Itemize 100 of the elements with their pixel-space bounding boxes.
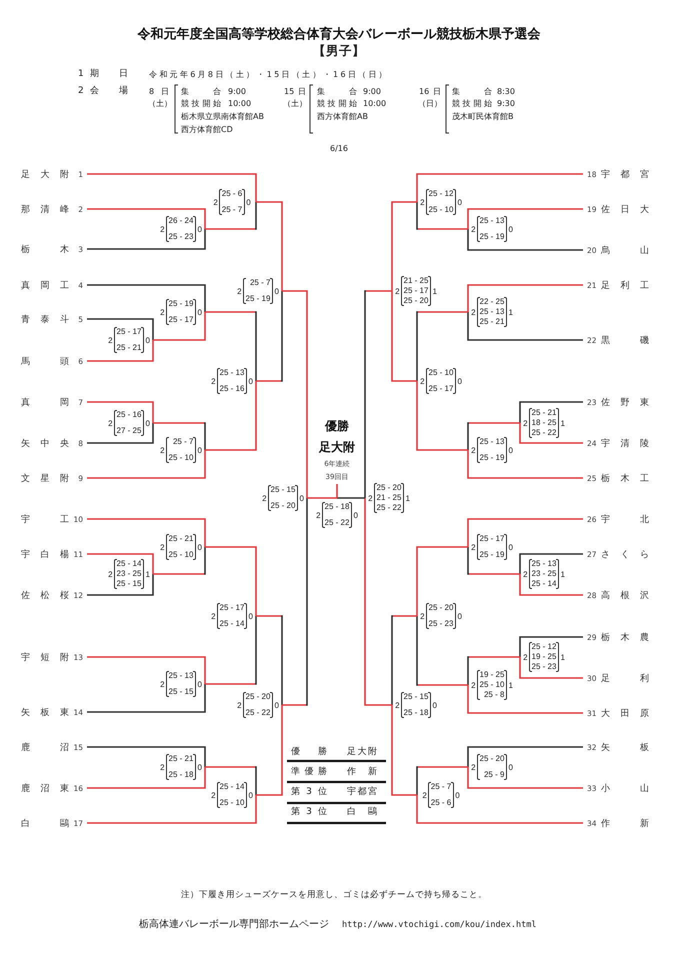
note-text: 注）下履き用シューズケースを用意し、ゴミは必ずチームで持ち帰ること。 <box>181 889 487 901</box>
match-score: 2 19 - 25 25 - 10 25 - 8 1 <box>468 670 516 700</box>
bracket-line <box>87 767 206 789</box>
match-score: 2 25 - 7 25 - 10 0 <box>157 437 205 463</box>
bracket-line <box>391 201 417 291</box>
match-score: 2 22 - 25 25 - 13 25 - 21 1 <box>468 297 516 327</box>
footer-text: 栃高体連バレーボール専門部ホームページ <box>139 918 329 932</box>
bracket-line <box>205 546 257 616</box>
bracket-line <box>87 423 154 444</box>
bracket-line <box>87 450 206 479</box>
school-name: 宇都宮 <box>347 786 377 798</box>
venue-name: 栃木県立県南体育館AB <box>181 110 264 122</box>
schedule-label: 競技開始 <box>452 98 492 108</box>
weekday-label: （日） <box>418 98 442 108</box>
item-number: 2 <box>78 85 84 97</box>
rank-label: 第3位 <box>291 806 327 818</box>
match-score: 2 25 - 20 21 - 25 25 - 22 1 <box>365 483 413 513</box>
match-score: 2 25 - 20 25 - 23 0 <box>417 603 465 629</box>
schedule-label: 集合 <box>452 86 492 96</box>
time-text: 9:30 <box>497 98 515 108</box>
bracket-line <box>205 311 257 381</box>
bracket-line <box>307 497 338 499</box>
match-score: 2 25 - 12 19 - 25 25 - 23 1 <box>520 642 568 672</box>
match-score: 2 25 - 20 25 - 22 0 <box>234 692 282 718</box>
match-score: 2 25 - 15 25 - 20 0 <box>259 485 307 511</box>
bracket-line <box>519 657 583 679</box>
bracket-line <box>391 291 417 382</box>
bracket-line <box>467 229 583 251</box>
match-score: 2 25 - 12 25 - 10 0 <box>417 189 465 215</box>
match-score: 2 25 - 17 25 - 14 0 <box>208 603 256 629</box>
bracket-line <box>519 553 583 574</box>
bracket-line <box>205 616 257 685</box>
match-score: 2 25 - 21 18 - 25 25 - 22 1 <box>520 408 568 438</box>
match-score: 2 25 - 20 25 - 9 0 <box>468 754 516 780</box>
bracket-line <box>153 547 206 575</box>
match-score: 2 25 - 18 25 - 22 0 <box>313 498 361 528</box>
bracket-line <box>416 202 468 230</box>
match-score: 2 25 - 19 25 - 17 0 <box>157 299 205 325</box>
bracket-line <box>87 684 206 713</box>
url-text: http://www.vtochigi.com/kou/index.html <box>342 920 536 930</box>
bracket-line <box>519 574 583 596</box>
bracket-line <box>519 636 583 657</box>
match-score: 2 25 - 17 25 - 21 0 <box>105 327 153 353</box>
field-label: 期日 <box>90 68 128 80</box>
bracket-line <box>282 290 308 498</box>
time-text: 8:30 <box>497 86 515 96</box>
match-score: 2 25 - 13 25 - 16 0 <box>208 368 256 394</box>
match-score: 2 25 - 21 25 - 10 0 <box>157 534 205 560</box>
bracket-line <box>87 284 206 312</box>
bracket-line <box>205 766 257 795</box>
bracket-line <box>519 423 583 444</box>
bracket-line <box>87 574 154 596</box>
schedule-label: 集合 <box>181 86 221 96</box>
school-name: 足大附 <box>347 746 377 758</box>
bracket-line <box>87 229 206 250</box>
match-score: 2 25 - 6 25 - 7 0 <box>208 189 256 215</box>
bracket-line <box>87 173 257 202</box>
match-score: 2 25 - 7 25 - 19 0 <box>234 278 282 304</box>
bracket-line <box>467 685 583 714</box>
bracket-line <box>416 766 468 795</box>
match-score: 2 25 - 16 27 - 25 0 <box>105 410 153 436</box>
date-text: 6/16 <box>330 142 348 154</box>
bracket-line <box>153 422 206 450</box>
bracket-line <box>87 318 154 340</box>
bracket-line <box>416 311 468 381</box>
bracket-line <box>416 795 583 824</box>
bracket-line <box>87 340 154 362</box>
bracket-line <box>364 498 392 706</box>
time-text: 10:00 <box>363 98 386 108</box>
bracket-line <box>336 497 365 499</box>
bracket-line <box>467 767 583 789</box>
day-label: 16日 <box>419 86 441 96</box>
bracket-line <box>87 401 154 423</box>
match-score: 2 25 - 13 25 - 15 0 <box>157 671 205 697</box>
subtitle: 【男子】 <box>313 42 365 58</box>
bracket-line <box>467 422 520 450</box>
weekday-label: （土） <box>283 98 307 108</box>
bracket-line <box>467 746 583 767</box>
date-text: 令和元年6月8日（土）・15日（土）・16日（日） <box>149 68 390 80</box>
venue-name: 茂木町民体育館B <box>452 110 514 122</box>
bracket-line <box>416 381 468 451</box>
weekday-label: （土） <box>148 98 172 108</box>
school-name: 作新 <box>347 766 377 778</box>
bracket-line <box>205 381 257 451</box>
rank-label: 準優勝 <box>291 766 327 778</box>
bracket-line <box>87 208 206 229</box>
bracket-line <box>467 547 520 575</box>
match-score: 2 25 - 13 25 - 19 0 <box>468 216 516 242</box>
match-score: 2 25 - 21 25 - 18 0 <box>157 754 205 780</box>
bracket-line <box>256 615 283 705</box>
venue-name: 西方体育館AB <box>317 110 368 122</box>
bracket-line <box>467 518 583 547</box>
match-score: 2 25 - 14 25 - 10 0 <box>208 782 256 808</box>
bracket-line <box>87 553 154 574</box>
bracket-line <box>153 312 206 341</box>
bracket-line <box>391 705 417 796</box>
bracket-line <box>467 208 583 229</box>
bracket-line <box>364 290 392 498</box>
bracket-line <box>519 401 583 423</box>
item-number: 1 <box>78 68 84 80</box>
